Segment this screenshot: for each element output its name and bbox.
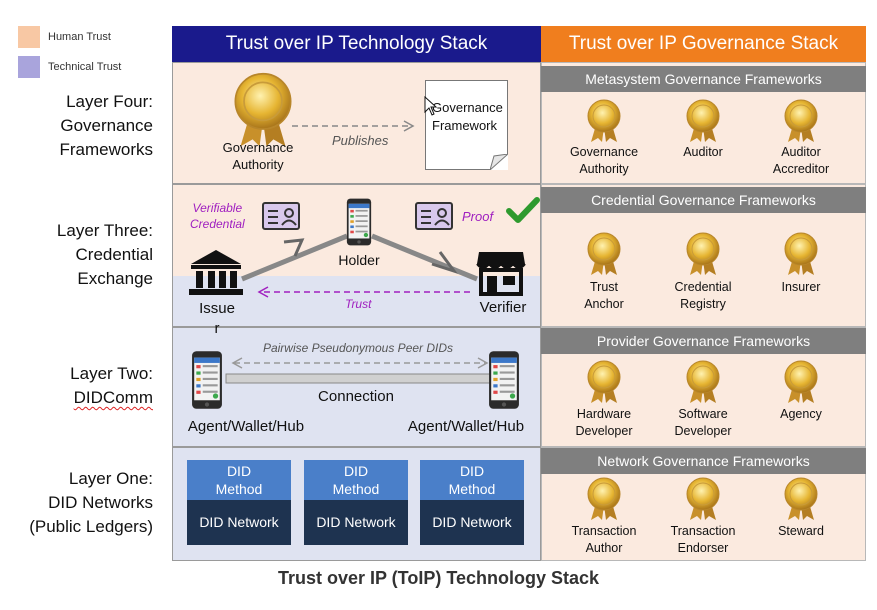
checkmark-icon [506,197,540,223]
agent-right-label: Agent/Wallet/Hub [407,418,525,435]
technical-trust-legend-label: Technical Trust [48,61,122,73]
trust-label: Trust [345,297,372,311]
did-network-box: DID Network [187,500,291,545]
medal-icon [584,99,624,143]
layer-four-label: Layer Four: Governance Frameworks [59,92,153,159]
technical-trust-swatch [18,56,40,78]
role-insurer: Insurer [781,280,821,294]
agent-left-label: Agent/Wallet/Hub [187,418,305,435]
layer-two-label: Layer Two: DIDComm [70,364,153,407]
credential-card-icon [262,202,300,230]
medal-icon [781,232,821,276]
credential-exchange-arrows [241,233,478,298]
medal-icon [584,232,624,276]
bank-icon [189,250,243,295]
holder-label: Holder [338,252,380,268]
medal-icon [683,232,723,276]
mouse-cursor-icon [424,96,438,116]
role-steward: Steward [778,524,824,538]
verifier-label: Verifier [479,299,527,316]
agent-left-phone-icon [191,349,223,411]
medal-icon [584,477,624,521]
credential-frameworks-title: Credential Governance Frameworks [541,187,866,213]
human-trust-legend-label: Human Trust [48,31,111,43]
gov-stack-header: Trust over IP Governance Stack [541,26,866,62]
connection-arrows [225,357,495,384]
governance-authority-medal-icon [228,72,298,148]
metasystem-frameworks-title: Metasystem Governance Frameworks [541,66,866,92]
did-network-box: DID Network [420,500,524,545]
diagram-caption: Trust over IP (ToIP) Technology Stack [277,568,600,588]
medal-icon [683,360,723,404]
network-frameworks-title: Network Governance Frameworks [541,448,866,474]
tech-layer-two-band [172,327,541,447]
store-icon [476,252,526,296]
peer-dids-label: Pairwise Pseudonymous Peer DIDs [262,341,454,355]
role-agency: Agency [780,407,822,421]
did-network-box: DID Network [304,500,408,545]
proof-label: Proof [462,209,494,224]
medal-icon [683,99,723,143]
medal-icon [781,360,821,404]
tech-stack-header: Trust over IP Technology Stack [172,26,541,62]
page-curl-icon [490,154,508,170]
medal-icon [781,477,821,521]
agent-right-phone-icon [488,349,520,411]
medal-icon [683,477,723,521]
role-auditor: Auditor [683,145,723,159]
publishes-label: Publishes [332,133,389,148]
proof-card-icon [415,202,453,230]
connection-label: Connection [318,388,394,405]
medal-icon [584,360,624,404]
layer-one-label: Layer One: DID Networks (Public Ledgers) [29,469,153,536]
layer-three-label: Layer Three: Credential Exchange [56,221,153,288]
holder-phone-icon [346,196,372,248]
publishes-arrow [292,120,415,132]
human-trust-swatch [18,26,40,48]
medal-icon [781,99,821,143]
provider-frameworks-title: Provider Governance Frameworks [541,328,866,354]
